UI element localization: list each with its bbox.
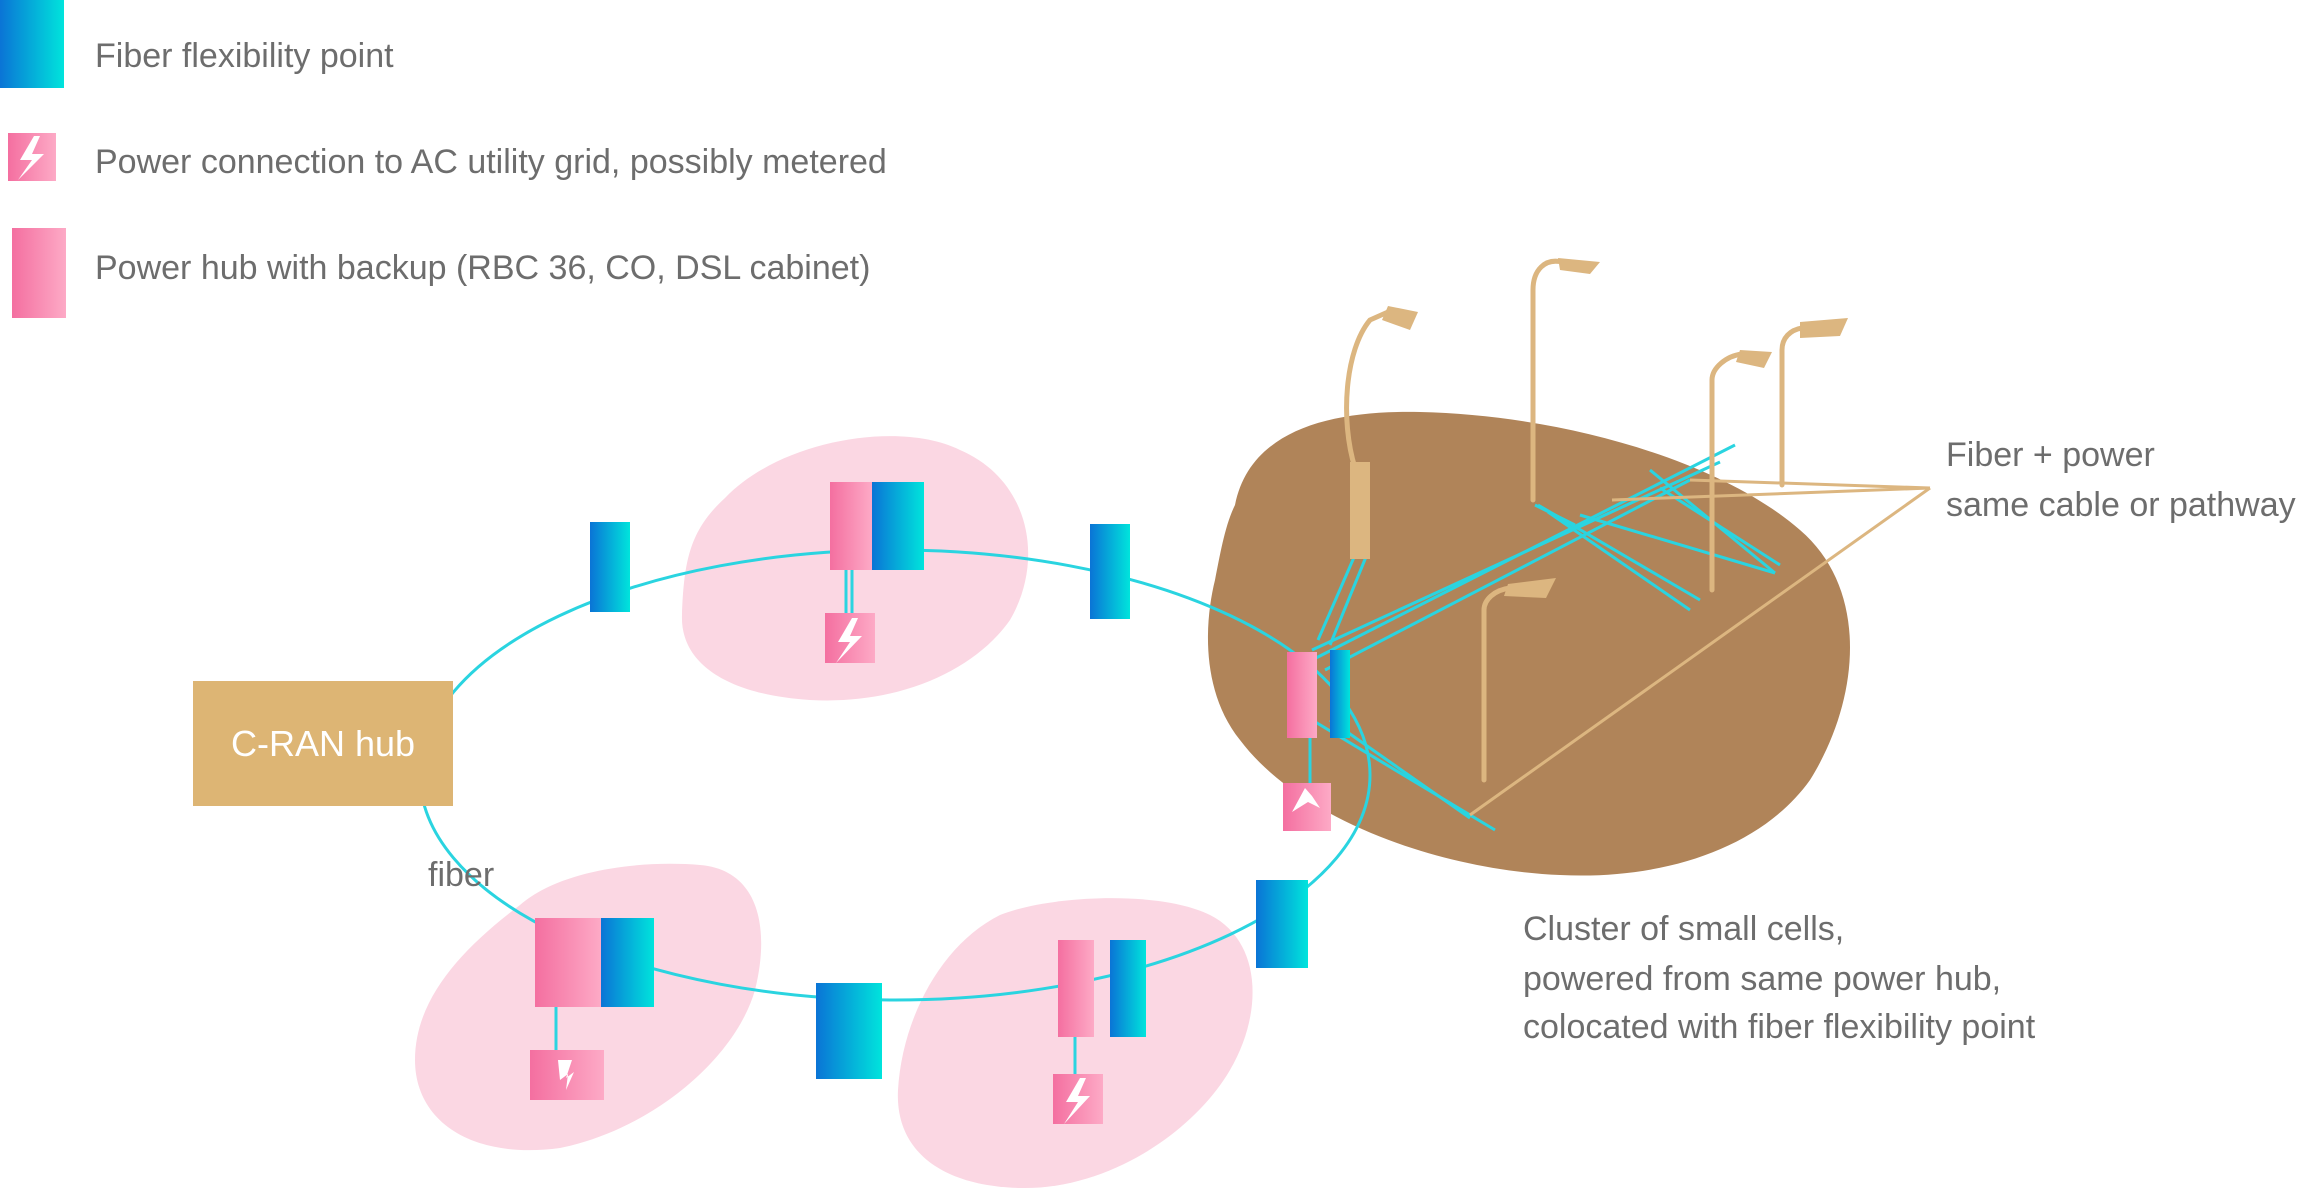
fiber-point-bottom-left [601,918,654,1007]
power-grid-bottom-right [1053,1074,1103,1124]
fiber-power-label-1: Fiber + power [1946,436,2155,474]
fiber-label: fiber [428,856,495,894]
power-grid-bottom-left [530,1050,604,1100]
fiber-point-bottom-middle [816,983,882,1079]
cran-hub-box [193,681,453,806]
legend-power-hub-label: Power hub with backup (RBC 36, CO, DSL c… [95,249,871,287]
fiber-point-top-right [1090,524,1130,619]
small-cell-heads [1350,258,1848,598]
power-hub-top [830,482,872,570]
power-grid-top [825,613,875,663]
callout-lines [1469,478,1931,817]
node-bottom-right [1053,940,1146,1124]
fiber-point-bottom-right [1110,940,1146,1037]
fiber-point-right [1256,880,1308,968]
cluster-label-1: Cluster of small cells, [1523,910,1845,948]
node-cluster [1283,650,1350,831]
legend-power-connection-label: Power connection to AC utility grid, pos… [95,143,887,181]
small-cell-poles [1344,258,1805,783]
cluster-label-2: powered from same power hub, [1523,960,2002,998]
power-hub-icon [12,228,66,318]
fiber-point-cluster [1330,650,1350,738]
fiber-flexibility-icon [0,0,64,88]
node-bottom-left [530,918,654,1100]
cluster-fiber-lines [1311,443,1781,832]
power-hub-bottom-right [1058,940,1094,1037]
power-grid-cluster [1283,783,1331,831]
node-top [825,482,924,663]
fiber-point-top-left [590,522,630,612]
power-grid-icon [8,133,56,181]
fiber-power-label-2: same cable or pathway [1946,486,2296,524]
legend-fiber-label: Fiber flexibility point [95,37,394,75]
cran-hub-label: C-RAN hub [230,722,416,764]
cluster-label-3: colocated with fiber flexibility point [1523,1008,2036,1046]
fiber-point-top [872,482,924,570]
power-hub-cluster [1287,652,1317,738]
power-hub-bottom-left [535,918,601,1007]
